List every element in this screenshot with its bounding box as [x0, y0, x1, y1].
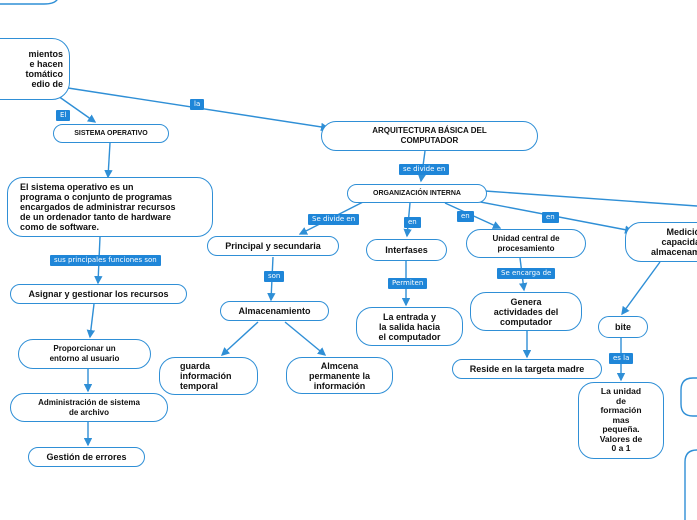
node-proporcionar-entorno[interactable]: Proporcionar un entorno al usuario — [18, 339, 151, 369]
label-se-divide-en: se divide en — [399, 164, 450, 175]
label-la: la — [190, 99, 205, 110]
node-entrada-salida[interactable]: La entrada y la salida hacia el computad… — [356, 307, 463, 346]
node-arquitectura-basica[interactable]: ARQUITECTURA BÁSICA DEL COMPUTADOR — [321, 121, 538, 151]
node-bite[interactable]: bite — [598, 316, 648, 338]
label-se-encarga-de: Se encarga de — [497, 268, 556, 279]
node-unidad-formacion[interactable]: La unidad de formación mas pequeña. Valo… — [578, 382, 664, 459]
edge-asignar-entorno — [86, 303, 96, 339]
node-genera-actividades[interactable]: Genera actividades del computador — [470, 292, 582, 331]
node-reside-tarjeta[interactable]: Reside en la targeta madre — [452, 359, 602, 379]
label-el: El — [56, 110, 71, 121]
edge-so-def — [104, 142, 113, 179]
node-admin-archivo[interactable]: Administración de sistema de archivo — [10, 393, 168, 422]
offscreen-node-2 — [684, 449, 697, 520]
edge-almac-almcena — [284, 321, 327, 356]
node-intro[interactable]: mientos e hacen tomático edio de — [0, 38, 70, 100]
node-interfases[interactable]: Interfases — [366, 239, 447, 261]
node-almcena-info[interactable]: Almcena permanente la información — [286, 357, 393, 394]
node-gestion-errores[interactable]: Gestión de errores — [28, 447, 145, 467]
label-es-la: es la — [609, 353, 634, 364]
node-sistema-operativo[interactable]: SISTEMA OPERATIVO — [53, 124, 169, 143]
label-en-1: en — [404, 217, 421, 228]
label-permiten: Permiten — [388, 278, 428, 289]
edge-almac-guarda — [220, 321, 259, 356]
edge-medicion-bite — [621, 261, 661, 316]
node-ucp[interactable]: Unidad central de procesamiento — [466, 229, 586, 258]
label-se-divide-en-2: Se divide en — [308, 214, 360, 225]
node-medicion-capacidad[interactable]: Medició capacida almacenam — [625, 222, 697, 262]
label-en-3: en — [542, 212, 559, 223]
edge-org-medicion-2 — [484, 190, 697, 207]
node-guarda-info[interactable]: guarda información temporal — [159, 357, 258, 395]
edge-intro-so — [57, 95, 97, 123]
offscreen-node-top — [0, 0, 58, 5]
node-so-definicion[interactable]: El sistema operativo es un programa o co… — [7, 177, 213, 237]
node-asignar-gestionar[interactable]: Asignar y gestionar los recursos — [10, 284, 187, 304]
node-almacenamiento[interactable]: Almacenamiento — [220, 301, 329, 321]
node-organizacion-interna[interactable]: ORGANIZACIÓN INTERNA — [347, 184, 487, 203]
offscreen-node-1 — [680, 377, 697, 417]
label-en-2: en — [457, 211, 474, 222]
node-principal-secundaria[interactable]: Principal y secundaria — [207, 236, 339, 256]
label-sus-funciones: sus principales funciones son — [50, 255, 161, 266]
label-son: son — [264, 271, 285, 282]
